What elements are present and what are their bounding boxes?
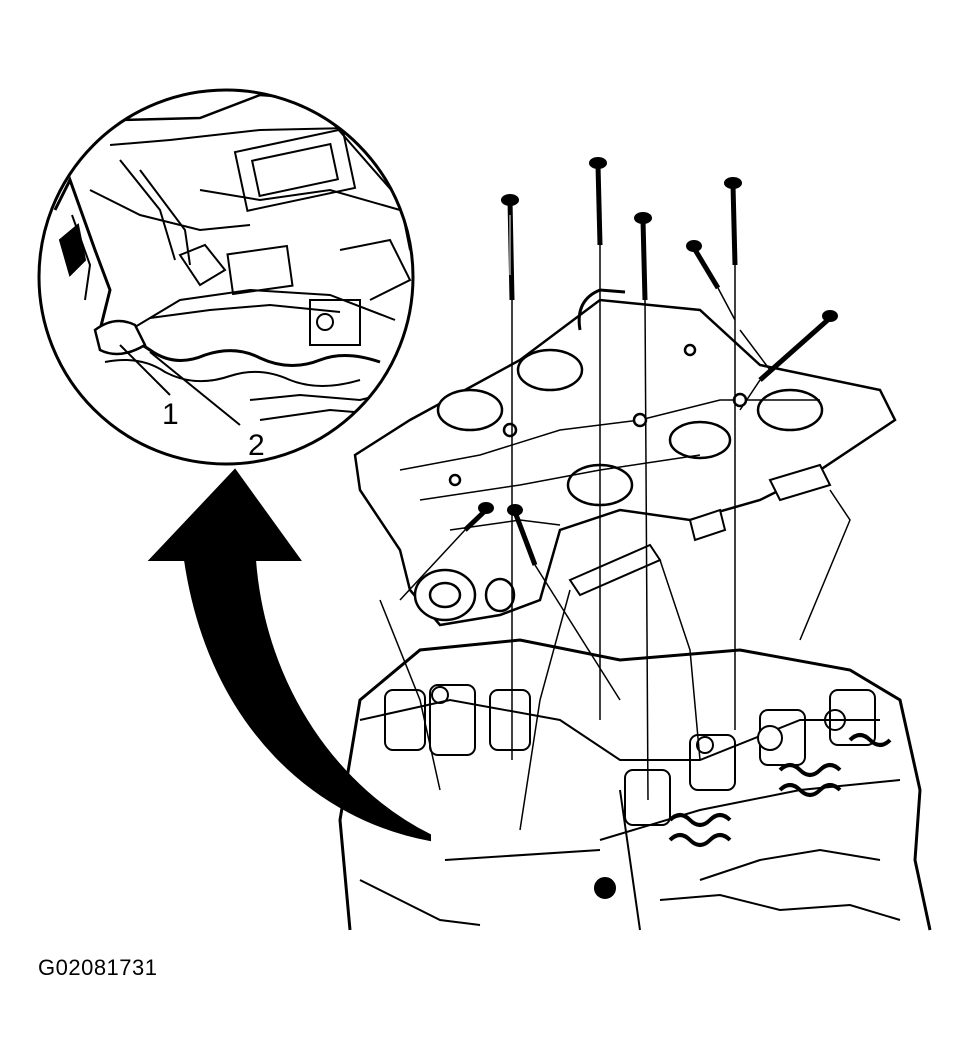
bolt-4 bbox=[724, 177, 742, 266]
bolt-7 bbox=[463, 502, 494, 532]
bolt-2 bbox=[589, 157, 607, 246]
callout-1: 1 bbox=[162, 398, 179, 431]
bolt-1 bbox=[501, 194, 519, 301]
bolt-3 bbox=[634, 212, 652, 301]
manifold-bolts bbox=[463, 157, 838, 566]
cylinder-head bbox=[338, 638, 932, 931]
figure-id: G02081731 bbox=[38, 955, 158, 980]
callout-2: 2 bbox=[248, 429, 265, 462]
alignment-lines bbox=[379, 245, 851, 831]
manifold-gaskets bbox=[568, 463, 832, 597]
bolt-5 bbox=[686, 240, 721, 290]
bolt-6 bbox=[758, 310, 838, 382]
detail-magnifier: 1 2 bbox=[37, 88, 415, 466]
rocker-arms bbox=[384, 684, 892, 899]
